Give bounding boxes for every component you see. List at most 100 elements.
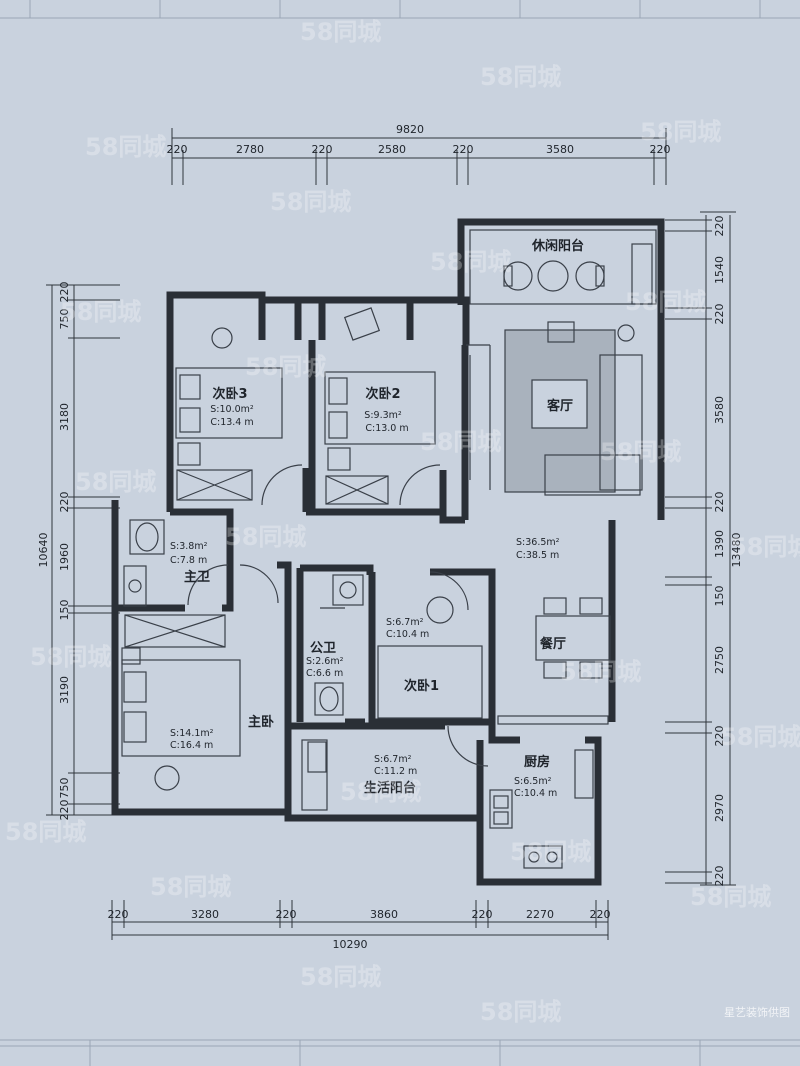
living-room-label: 客厅 [547,398,573,414]
master-area: S:14.1m² [170,728,214,739]
master-bath-perimeter: C:7.8 m [170,555,207,566]
bedroom2-perimeter: C:13.0 m [365,423,408,434]
dim-left-total: 10640 [37,533,50,568]
watermark-20: 58同城 [5,818,86,846]
watermark-24: 58同城 [480,998,561,1026]
public-bath-perimeter: C:6.6 m [306,668,343,679]
master-bath-label: 主卫 [184,569,210,585]
master-label: 主卧 [248,714,274,730]
watermark-4: 58同城 [640,118,721,146]
watermark-18: 58同城 [340,778,421,806]
dim-right-0: 220 [713,216,726,237]
dim-right-4: 220 [713,492,726,513]
dim-right-1: 1540 [713,256,726,284]
dim-bottom-1: 3280 [191,908,219,921]
dim-bottom-3: 3860 [370,908,398,921]
watermark-2: 58同城 [300,18,381,46]
bedroom1-perimeter: C:10.4 m [386,629,429,640]
watermark-15: 58同城 [30,643,111,671]
watermark-5: 58同城 [270,188,351,216]
dim-right-3: 3580 [713,396,726,424]
dim-bottom-2: 220 [276,908,297,921]
bedroom3-label: 次卧3 [212,386,247,402]
dimension-left: 10640 220 750 3180 220 1960 150 3190 750… [37,282,120,821]
watermark-19: 58同城 [510,838,591,866]
watermark-22: 58同城 [690,883,771,911]
bedroom3-area: S:10.0m² [210,404,254,415]
dim-top-2: 220 [312,143,333,156]
utility-balcony-perimeter: C:11.2 m [374,766,417,777]
dining-label: 餐厅 [539,636,566,652]
watermarks: 58同城 58同城 58同城 58同城 58同城 58同城 58同城 58同城 … [5,18,800,1026]
bedroom2-area: S:9.3m² [364,410,402,421]
image-credit: 星艺装饰供图 [724,1005,790,1019]
dim-left-2: 3180 [58,403,71,431]
dim-bottom-4: 220 [472,908,493,921]
dim-right-8: 220 [713,726,726,747]
kitchen-label: 厨房 [524,754,550,770]
watermark-1: 58同城 [85,133,166,161]
furniture [121,243,653,869]
watermark-17: 58同城 [720,723,800,751]
watermark-14: 58同城 [730,533,800,561]
public-bath-label: 公卫 [310,641,336,656]
room-labels: 休闲阳台 客厅 次卧3 S:10.0m² C:13.4 m 次卧2 S:9.3m… [170,238,584,799]
dim-bottom-5: 2270 [526,908,554,921]
watermark-13: 58同城 [600,438,681,466]
watermark-9: 58同城 [245,353,326,381]
watermark-16: 58同城 [560,658,641,686]
utility-balcony-area: S:6.7m² [374,754,412,765]
dim-left-8: 220 [58,800,71,821]
master-perimeter: C:16.4 m [170,740,213,751]
kitchen-area: S:6.5m² [514,776,552,787]
dimension-bottom: 220 3280 220 3860 220 2270 220 10290 [108,900,611,951]
watermark-6: 58同城 [430,248,511,276]
dim-bottom-6: 220 [590,908,611,921]
hall-perimeter: C:38.5 m [516,550,559,561]
interior-lines [124,229,657,811]
dim-right-2: 220 [713,304,726,325]
dim-top-total: 9820 [396,123,424,136]
dim-left-5: 150 [58,600,71,621]
dim-right-10: 220 [713,866,726,887]
dim-top-4: 220 [453,143,474,156]
watermark-11: 58同城 [75,468,156,496]
dim-left-1: 750 [58,309,71,330]
dim-top-5: 3580 [546,143,574,156]
dim-top-6: 220 [650,143,671,156]
hall-area: S:36.5m² [516,537,560,548]
dimension-right: 13480 220 1540 220 3580 220 1390 150 275… [665,211,743,887]
bedroom3-perimeter: C:13.4 m [210,417,253,428]
bedroom2-label: 次卧2 [365,386,400,402]
watermark-12: 58同城 [225,523,306,551]
leisure-balcony-label: 休闲阳台 [531,238,584,254]
bedroom1-area: S:6.7m² [386,617,424,628]
dim-left-3: 220 [58,492,71,513]
dim-right-total: 13480 [730,533,743,568]
bedroom1-label: 次卧1 [404,678,439,694]
dim-bottom-0: 220 [108,908,129,921]
dim-right-6: 150 [713,586,726,607]
master-bath-area: S:3.8m² [170,541,208,552]
dim-top-0: 220 [167,143,188,156]
dim-right-9: 2970 [713,794,726,822]
kitchen-perimeter: C:10.4 m [514,788,557,799]
dim-left-4: 1960 [58,543,71,571]
watermark-7: 58同城 [60,298,141,326]
dim-top-3: 2580 [378,143,406,156]
watermark-3: 58同城 [480,63,561,91]
dim-top-1: 2780 [236,143,264,156]
dimension-top: 9820 220 2780 220 2580 220 3580 220 [167,123,671,185]
utility-balcony-label: 生活阳台 [364,780,416,796]
dim-right-7: 2750 [713,646,726,674]
watermark-10: 58同城 [420,428,501,456]
dim-left-0: 220 [58,282,71,303]
public-bath-area: S:2.6m² [306,656,344,667]
watermark-8: 58同城 [625,288,706,316]
watermark-21: 58同城 [150,873,231,901]
dim-left-7: 750 [58,778,71,799]
watermark-23: 58同城 [300,963,381,991]
walls [111,218,665,886]
